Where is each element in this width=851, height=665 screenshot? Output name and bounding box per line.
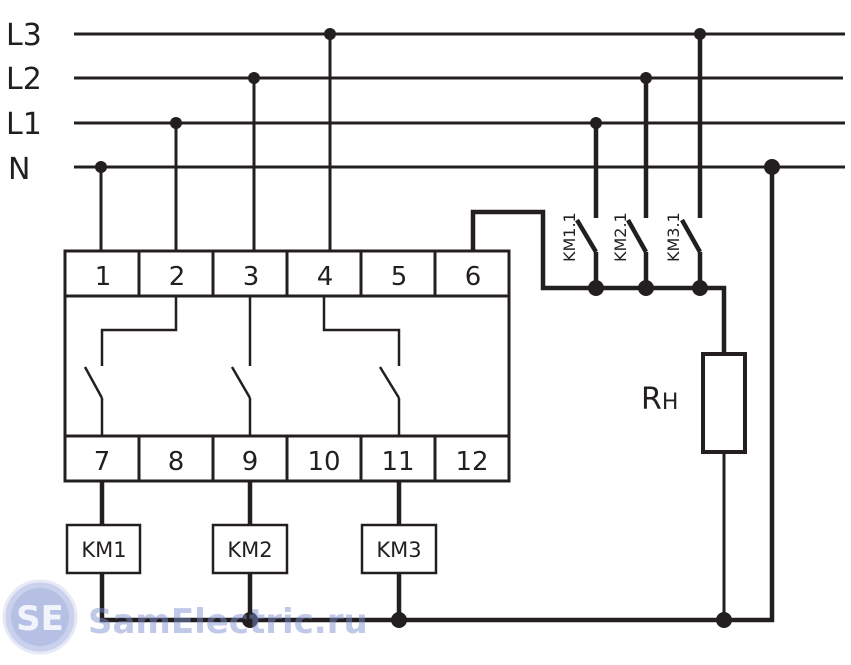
coil-km1: KM1 — [65, 523, 142, 575]
load-resistor — [701, 352, 747, 454]
coil-km3-label: KM3 — [376, 538, 421, 562]
terminal-8: 8 — [168, 447, 185, 477]
switch-label-km3-1: KM3.1 — [664, 212, 683, 262]
bus-label-n: N — [8, 152, 30, 187]
switch-label-km2-1: KM2.1 — [611, 212, 630, 262]
junction-l1-t2 — [170, 117, 182, 129]
bus-label-l1: L1 — [6, 107, 42, 142]
terminal-4: 4 — [317, 262, 334, 292]
coil-km2-label: KM2 — [227, 538, 272, 562]
watermark-logo-inner — [11, 588, 69, 646]
junction-km3-bus — [391, 612, 407, 628]
contactor-switch-km3-1 — [680, 28, 708, 296]
junction-l2-t3 — [248, 72, 260, 84]
relay-contact-1 — [83, 296, 178, 436]
terminal-5: 5 — [391, 262, 408, 292]
junction-n-t1 — [95, 161, 107, 173]
terminal-1: 1 — [95, 262, 112, 292]
bus-label-l3: L3 — [6, 18, 42, 53]
watermark-site-text: SamElectric.ru — [88, 602, 368, 642]
coil-km2: KM2 — [211, 523, 289, 575]
terminal-6: 6 — [465, 262, 482, 292]
coil-km3: KM3 — [360, 523, 438, 575]
contactor-switch-km1-1 — [575, 117, 604, 296]
watermark-logo-text: SE — [16, 599, 64, 639]
switch-label-km1-1: KM1.1 — [560, 212, 579, 262]
junction-n-right — [764, 159, 780, 175]
junction-km2-bus — [242, 612, 258, 628]
wire-t6-to-load — [470, 209, 727, 353]
terminal-9: 9 — [242, 447, 259, 477]
terminal-12: 12 — [455, 447, 488, 477]
load-label: RH — [641, 382, 678, 417]
relay-contact-2 — [230, 296, 252, 436]
terminal-3: 3 — [243, 262, 260, 292]
neutral-return-bus — [99, 167, 775, 623]
load-label-main: R — [641, 382, 662, 417]
contactor-switch-km2-1 — [626, 72, 654, 296]
terminal-10: 10 — [307, 447, 340, 477]
relay-contact-3 — [322, 296, 401, 436]
watermark: SE SamElectric.ru — [2, 579, 368, 655]
terminal-7: 7 — [94, 447, 111, 477]
bus-label-l2: L2 — [6, 62, 42, 97]
terminal-2: 2 — [169, 262, 186, 292]
coil-km1-label: KM1 — [81, 538, 126, 562]
terminal-11: 11 — [381, 447, 414, 477]
junction-l3-t4 — [324, 28, 336, 40]
load-label-sub: H — [662, 390, 679, 415]
